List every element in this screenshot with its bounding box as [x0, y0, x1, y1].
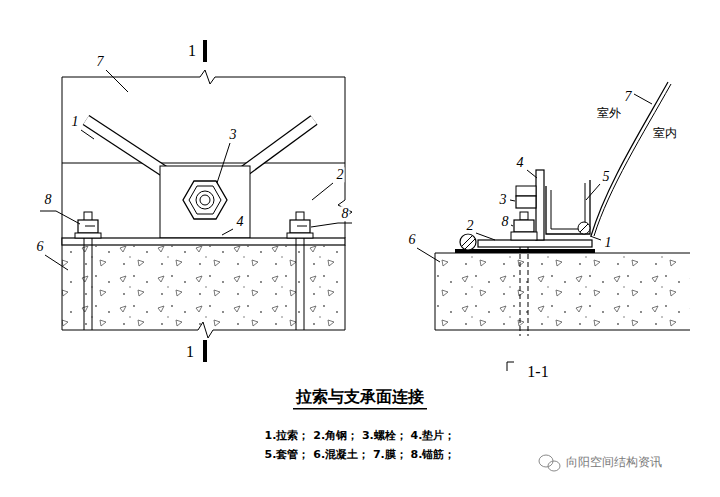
leader-line: [81, 130, 94, 139]
leader-line: [217, 143, 230, 183]
callout-number: 2: [466, 218, 475, 233]
leader-line: [222, 229, 233, 235]
grout-layer: [455, 249, 595, 253]
concrete: [62, 245, 345, 330]
sleeve: [546, 180, 590, 234]
callout-number: 3: [499, 192, 508, 207]
title-underline: [293, 408, 427, 410]
callout-number: 8: [44, 192, 53, 207]
anchor-washer: [75, 233, 101, 238]
left-elevation: [40, 40, 352, 362]
callout-number: 8: [341, 206, 350, 221]
concrete-outline: [62, 245, 345, 338]
leader-line: [40, 211, 80, 224]
leader-line: [586, 184, 600, 200]
cable-section: [460, 234, 476, 250]
angle-plate: [62, 238, 345, 245]
washer-plate: [536, 170, 544, 240]
anchor-nut: [514, 220, 534, 232]
leader-line: [527, 170, 537, 178]
leader-line: [45, 255, 68, 270]
callout-number: 4: [516, 155, 525, 170]
callout-number: 1: [185, 343, 195, 361]
leader-line: [476, 233, 495, 240]
cable-section: [580, 224, 588, 232]
bolt: [516, 186, 536, 196]
callout-number: 5: [602, 169, 611, 184]
watermark-icon: [548, 461, 560, 471]
callout-number: 7: [96, 54, 105, 69]
leader-line: [312, 183, 333, 200]
callout-number: 2: [336, 167, 345, 182]
watermark: 向阳空间结构资讯: [565, 456, 663, 469]
bolt-end: [196, 191, 214, 209]
section-mark: [203, 40, 207, 62]
side-label: 室外: [596, 107, 622, 120]
leader-line: [511, 225, 513, 226]
section-1-1: [417, 82, 690, 371]
nut: [189, 186, 221, 214]
callout-number: 1: [71, 114, 80, 129]
watermark-icon: [539, 455, 553, 467]
angle-edge: [62, 163, 345, 164]
callout-number: 8: [501, 214, 510, 229]
callout-number: 7: [624, 89, 633, 104]
leader-line: [106, 70, 128, 92]
anchor-washer: [511, 232, 537, 240]
parts-note: 1.拉索； 2.角钢； 3.螺栓； 4.垫片；: [264, 430, 457, 442]
anchor-washer: [287, 233, 313, 238]
callout-number: 1: [187, 42, 197, 60]
leader-line: [417, 248, 440, 262]
membrane-outline: [62, 70, 352, 238]
drawing-title: 拉索与支承面连接: [295, 388, 425, 406]
cable-section: [578, 222, 590, 234]
washer-plate: [160, 166, 250, 238]
anchor-bar: [520, 212, 528, 220]
section-tick: [507, 362, 514, 371]
angle-steel: [478, 240, 592, 247]
cable-section: [462, 236, 475, 249]
parts-note: 5.套管； 6.混凝土； 7.膜； 8.锚筋；: [264, 449, 457, 461]
leader-line: [510, 200, 515, 201]
anchor-nut: [85, 226, 307, 227]
concrete: [435, 253, 690, 330]
callout-number: 1: [604, 235, 613, 250]
leader-line: [634, 94, 652, 104]
callout-number: 6: [36, 239, 45, 254]
section-label: 1-1: [526, 363, 549, 381]
anchor-bar: [520, 246, 528, 336]
membrane-outline: [62, 77, 63, 245]
bolt-end: [200, 195, 210, 205]
callout-number: 3: [229, 127, 238, 142]
membrane: [594, 84, 671, 236]
callout-number: 6: [408, 232, 417, 247]
watermark-icon: [539, 455, 560, 471]
side-label: 室内: [652, 127, 678, 140]
concrete-outline: [435, 253, 690, 330]
leader-line: [590, 236, 601, 240]
sleeve: [551, 183, 585, 229]
callout-number: 4: [236, 214, 245, 229]
nut: [183, 181, 227, 219]
section-mark: [203, 340, 207, 362]
bolt-nut: [516, 196, 536, 208]
leader-line: [311, 223, 352, 227]
